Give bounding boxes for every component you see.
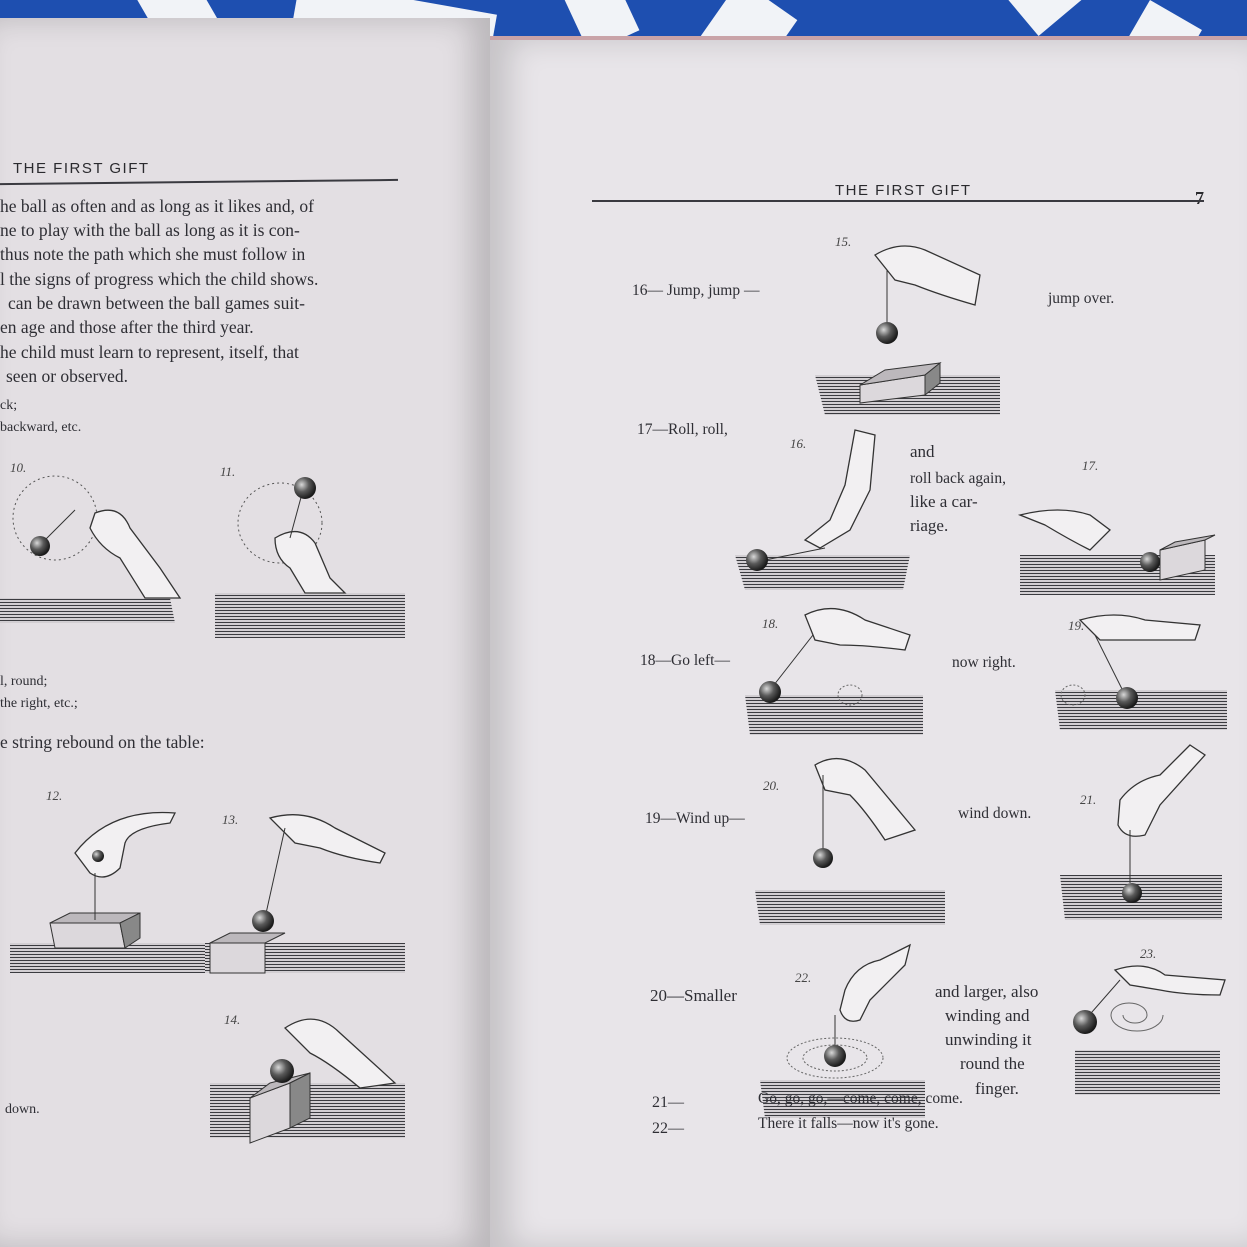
- figure-number: 14.: [224, 1012, 241, 1027]
- verse-21-number: 21—: [652, 1094, 684, 1111]
- figure-13-ball-rebounding: [205, 814, 405, 974]
- figure-number: 15.: [835, 234, 852, 249]
- verse-19-label: 19—Wind up—: [645, 810, 745, 827]
- figure-number: 17.: [1082, 458, 1099, 473]
- figure-number: 19.: [1068, 618, 1085, 633]
- verse-20-right-text: winding and: [945, 1006, 1030, 1025]
- verse-17-right-text: like a car-: [910, 492, 978, 511]
- left-page: THE FIRST GIFT he ball as often and as l…: [0, 18, 490, 1247]
- verse-17-right-text: roll back again,: [910, 470, 1006, 487]
- verse-17-right-text: riage.: [910, 516, 949, 535]
- paragraph-line: he ball as often and as long as it likes…: [0, 196, 314, 216]
- verse-22-number: 22—: [652, 1120, 684, 1137]
- figure-number: 12.: [46, 788, 63, 803]
- verse-22-text: There it falls—now it's gone.: [758, 1115, 939, 1132]
- verse-20-right-text: round the: [960, 1054, 1025, 1073]
- down-label: down.: [5, 1102, 40, 1117]
- figure-number: 13.: [222, 812, 239, 827]
- figure-17-ball-rolling-to-box: [1017, 509, 1216, 595]
- figure-14-ball-on-box: [210, 1018, 405, 1144]
- verse-16-label: 16— Jump, jump —: [632, 282, 760, 299]
- list-item: the right, etc.;: [0, 696, 78, 711]
- left-running-head: THE FIRST GIFT: [13, 160, 150, 177]
- figure-number: 21.: [1080, 792, 1097, 807]
- list-item: l, round;: [0, 674, 48, 689]
- figure-23-circles-larger: [1073, 965, 1226, 1095]
- paragraph-line: seen or observed.: [6, 366, 128, 386]
- figure-number: 11.: [220, 464, 236, 479]
- background-stripe: [1000, 0, 1085, 36]
- figure-22-circles-smaller: [760, 943, 925, 1118]
- list-item: ck;: [0, 398, 18, 413]
- verse-20-right-text: finger.: [975, 1079, 1019, 1098]
- right-header-rule: [592, 200, 1204, 202]
- figure-10-hand-circling-ball: [0, 475, 182, 623]
- verse-21-text: Go, go, go,—come, come, come.: [758, 1090, 963, 1107]
- verse-17-right-text: and: [910, 442, 935, 461]
- verse-20-right-text: unwinding it: [945, 1030, 1032, 1049]
- figure-number: 10.: [10, 460, 27, 475]
- left-header-rule: [0, 178, 398, 186]
- paragraph-line: en age and those after the third year.: [0, 317, 254, 337]
- figure-21-wind-down: [1060, 744, 1222, 920]
- verse-17-label: 17—Roll, roll,: [637, 421, 728, 438]
- figure-number: 22.: [795, 970, 812, 985]
- page-number: 7: [1195, 188, 1204, 208]
- paragraph-line: thus note the path which she must follow…: [0, 244, 306, 264]
- list-item: backward, etc.: [0, 420, 82, 435]
- figure-11-hand-circling-ball: [215, 477, 405, 638]
- paragraph-line: ne to play with the ball as long as it i…: [0, 220, 300, 240]
- figure-15-ball-jumping-box: [815, 245, 1000, 415]
- verse-18-right-text: now right.: [952, 654, 1016, 671]
- figure-20-wind-up: [755, 758, 945, 925]
- verse-20-label: 20—Smaller: [650, 986, 737, 1005]
- right-running-head: THE FIRST GIFT: [835, 182, 972, 199]
- figure-number: 20.: [763, 778, 780, 793]
- paragraph-line: he child must learn to represent, itself…: [0, 342, 299, 362]
- figure-number: 18.: [762, 616, 779, 631]
- verse-18-label: 18—Go left—: [640, 652, 730, 669]
- figure-number: 16.: [790, 436, 807, 451]
- verse-20-right-text: and larger, also: [935, 982, 1039, 1001]
- figure-16-ball-rolling: [735, 429, 910, 590]
- paragraph-line: l the signs of progress which the child …: [0, 269, 319, 289]
- figure-12-ball-in-box: [10, 811, 205, 973]
- figure-number: 23.: [1140, 946, 1157, 961]
- verse-16-right-text: jump over.: [1048, 290, 1115, 307]
- figure-19-ball-swing-right: [1055, 614, 1227, 730]
- paragraph-line: can be drawn between the ball games suit…: [8, 293, 305, 313]
- verse-19-right-text: wind down.: [958, 805, 1032, 822]
- right-page: THE FIRST GIFT 7 16— Jump, jump — jump o…: [490, 40, 1247, 1247]
- figure-18-ball-swing-left: [745, 607, 923, 735]
- string-rebound-line: e string rebound on the table:: [0, 732, 205, 752]
